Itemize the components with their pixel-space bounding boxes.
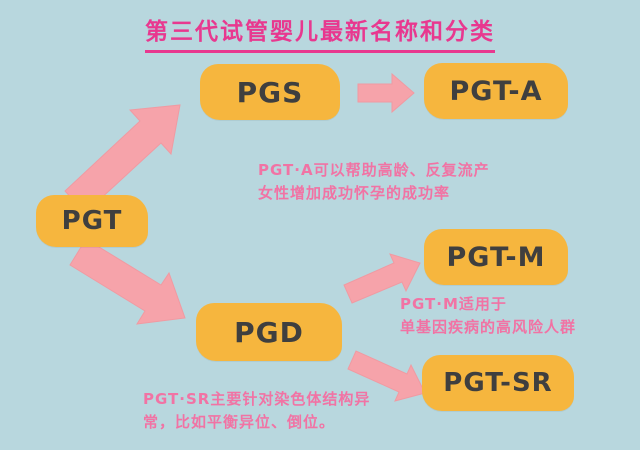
node-pgd-label: PGD bbox=[234, 315, 304, 349]
annotation-pgt-a-line2: 女性增加成功怀孕的成功率 bbox=[258, 184, 451, 202]
arrow-pgt-to-pgs-icon bbox=[64, 104, 181, 214]
node-pgt-sr-label: PGT-SR bbox=[443, 368, 553, 398]
arrow-pgs-to-pgt-a-icon bbox=[357, 72, 415, 114]
node-pgs: PGS bbox=[200, 64, 340, 120]
node-pgt-label: PGT bbox=[61, 206, 123, 236]
node-pgt-m: PGT-M bbox=[424, 229, 568, 285]
node-pgt-a-label: PGT-A bbox=[449, 75, 543, 107]
node-pgt-m-label: PGT-M bbox=[446, 241, 546, 273]
annotation-pgt-sr-line2: 常，比如平衡异位、倒位。 bbox=[143, 413, 336, 431]
page-title: 第三代试管婴儿最新名称和分类 bbox=[145, 12, 495, 53]
annotation-pgt-a: PGT·A可以帮助高龄、反复流产 女性增加成功怀孕的成功率 bbox=[258, 159, 490, 205]
annotation-pgt-m-line1: PGT·M适用于 bbox=[400, 295, 507, 313]
node-pgd: PGD bbox=[196, 303, 342, 361]
node-pgs-label: PGS bbox=[236, 75, 304, 109]
arrow-pgt-to-pgd-icon bbox=[69, 238, 186, 325]
page-title-wrap: 第三代试管婴儿最新名称和分类 bbox=[0, 12, 640, 53]
annotation-pgt-m-line2: 单基因疾病的高风险人群 bbox=[400, 318, 577, 336]
annotation-pgt-m: PGT·M适用于 单基因疾病的高风险人群 bbox=[400, 293, 576, 339]
annotation-pgt-a-line1: PGT·A可以帮助高龄、反复流产 bbox=[258, 161, 490, 179]
arrow-pgd-to-pgt-sr-icon bbox=[347, 350, 426, 402]
arrow-pgd-to-pgt-m-icon bbox=[343, 253, 421, 304]
annotation-pgt-sr: PGT·SR主要针对染色体结构异 常，比如平衡异位、倒位。 bbox=[143, 388, 370, 434]
node-pgt: PGT bbox=[36, 195, 148, 247]
annotation-pgt-sr-line1: PGT·SR主要针对染色体结构异 bbox=[143, 390, 371, 408]
node-pgt-sr: PGT-SR bbox=[422, 355, 574, 411]
node-pgt-a: PGT-A bbox=[424, 63, 568, 119]
